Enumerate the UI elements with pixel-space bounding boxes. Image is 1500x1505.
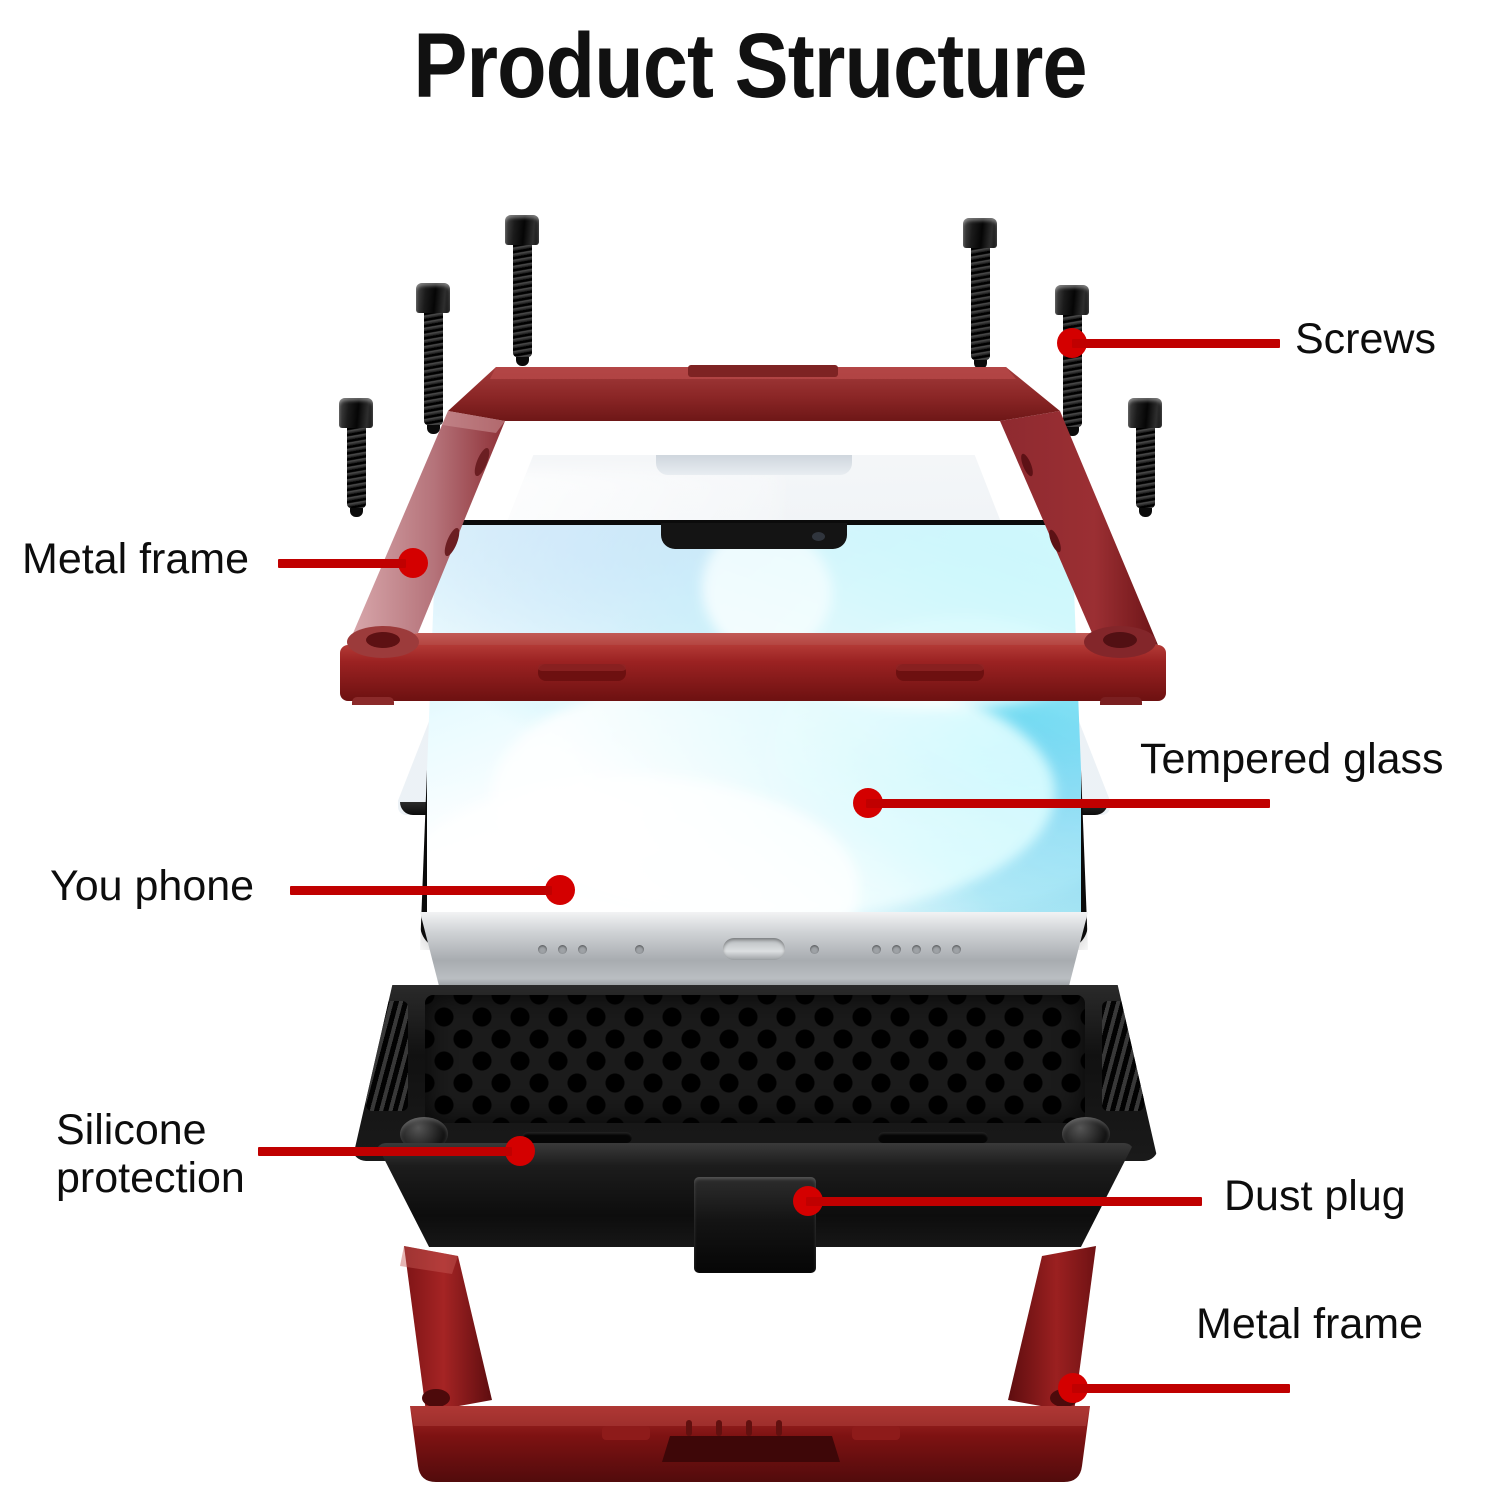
metal-frame-top-svg	[340, 365, 1166, 705]
bottom-screw-hole-left	[422, 1389, 450, 1407]
bottom-frame-right-arm	[1008, 1246, 1096, 1412]
phone-bottom-edge	[420, 912, 1088, 990]
metal-frame-bottom	[340, 1230, 1160, 1500]
phone-layer	[420, 520, 1088, 990]
callout-label-silicone-line2: protection	[56, 1154, 245, 1203]
phone-body	[420, 520, 1088, 950]
callout-label-tempered-glass: Tempered glass	[1140, 735, 1444, 783]
frame-foot-right	[1100, 697, 1142, 705]
callout-label-silicone-line1: Silicone	[56, 1106, 207, 1154]
frame-right-rail	[1000, 411, 1158, 645]
callout-label-screws: Screws	[1295, 315, 1436, 363]
charging-port	[723, 938, 785, 960]
screw-tip	[515, 357, 529, 366]
screw-head	[1128, 398, 1162, 428]
screw-head	[416, 283, 450, 313]
screw-icon	[963, 218, 997, 369]
screw-tip	[1065, 427, 1079, 436]
screw-shaft	[970, 248, 990, 360]
silicone-protection-layer	[352, 985, 1158, 1273]
callout-label-silicone: Silicone protection	[56, 1106, 386, 1202]
phone-notch	[661, 523, 847, 549]
silicone-tread-left	[366, 1001, 408, 1111]
screw-tip	[426, 425, 440, 434]
screw-shaft	[1135, 428, 1155, 508]
honeycomb-vent-pattern	[424, 995, 1086, 1123]
mic-hole-right	[810, 945, 819, 954]
screw-head	[505, 215, 539, 245]
screw-shaft	[423, 313, 443, 425]
frame-foot-left	[352, 697, 394, 705]
screw-icon	[416, 283, 450, 434]
callout-line-screws	[1072, 339, 1280, 348]
frame-top-rail	[448, 367, 1060, 421]
screw-tip	[349, 508, 363, 517]
screw-tip	[973, 360, 987, 369]
silicone-slot-right	[878, 1132, 988, 1143]
bottom-frame-center-notch	[662, 1436, 840, 1462]
page-title: Product Structure	[413, 15, 1087, 117]
frame-front-face	[340, 645, 1166, 701]
screw-head	[339, 398, 373, 428]
callout-label-your-phone: You phone	[50, 862, 255, 910]
frame-left-rail	[348, 411, 505, 645]
callout-line-metal-frame-top	[278, 559, 406, 568]
callout-label-metal-frame-bottom: Metal frame	[1196, 1300, 1424, 1348]
callout-line-dust-plug	[806, 1197, 1202, 1206]
callout-label-metal-frame-top: Metal frame	[22, 535, 250, 583]
callout-label-dust-plug: Dust plug	[1224, 1172, 1406, 1220]
phone-screen	[427, 525, 1081, 943]
screw-icon	[505, 215, 539, 366]
screw-icon	[1128, 398, 1162, 517]
screw-shaft	[346, 428, 366, 508]
callout-line-your-phone	[290, 886, 552, 895]
screw-head	[1055, 285, 1089, 315]
speaker-grille-right	[872, 945, 961, 954]
bottom-frame-pins	[686, 1420, 782, 1436]
screw-head	[963, 218, 997, 248]
mic-hole-left	[635, 945, 644, 954]
speaker-grille-left	[538, 945, 587, 954]
silicone-slot-left	[522, 1132, 632, 1143]
callout-line-metal-frame-bottom	[1072, 1384, 1290, 1393]
silicone-tread-right	[1102, 1001, 1144, 1111]
metal-frame-bottom-svg	[400, 1246, 1096, 1482]
metal-frame-top	[300, 345, 1200, 705]
screw-shaft	[512, 245, 532, 357]
glass-notch-cutout	[656, 455, 852, 475]
silicone-back-plate	[352, 985, 1158, 1161]
screw-tip	[1138, 508, 1152, 517]
screw-icon	[339, 398, 373, 517]
bottom-frame-left-arm	[404, 1246, 492, 1412]
callout-line-silicone	[258, 1147, 512, 1156]
callout-line-tempered-glass	[866, 799, 1270, 808]
